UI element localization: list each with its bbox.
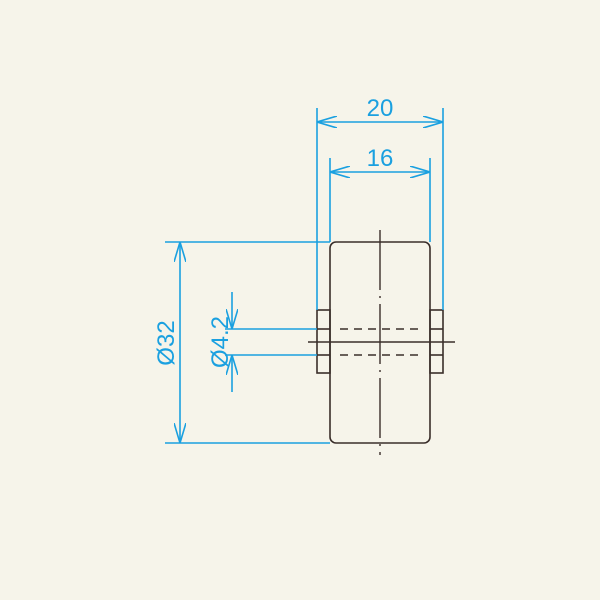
label-overall-width: 20 — [367, 95, 394, 122]
center-lines — [308, 230, 455, 455]
dimension-bore-diameter — [225, 292, 317, 392]
dimension-overall-width — [316, 108, 444, 310]
label-wheel-diameter: Ø32 — [153, 320, 180, 365]
label-bore-diameter: Ø4.2 — [207, 316, 234, 368]
label-wheel-width: 16 — [367, 145, 394, 172]
dimension-wheel-diameter — [165, 241, 330, 444]
dimension-wheel-width — [329, 158, 431, 242]
